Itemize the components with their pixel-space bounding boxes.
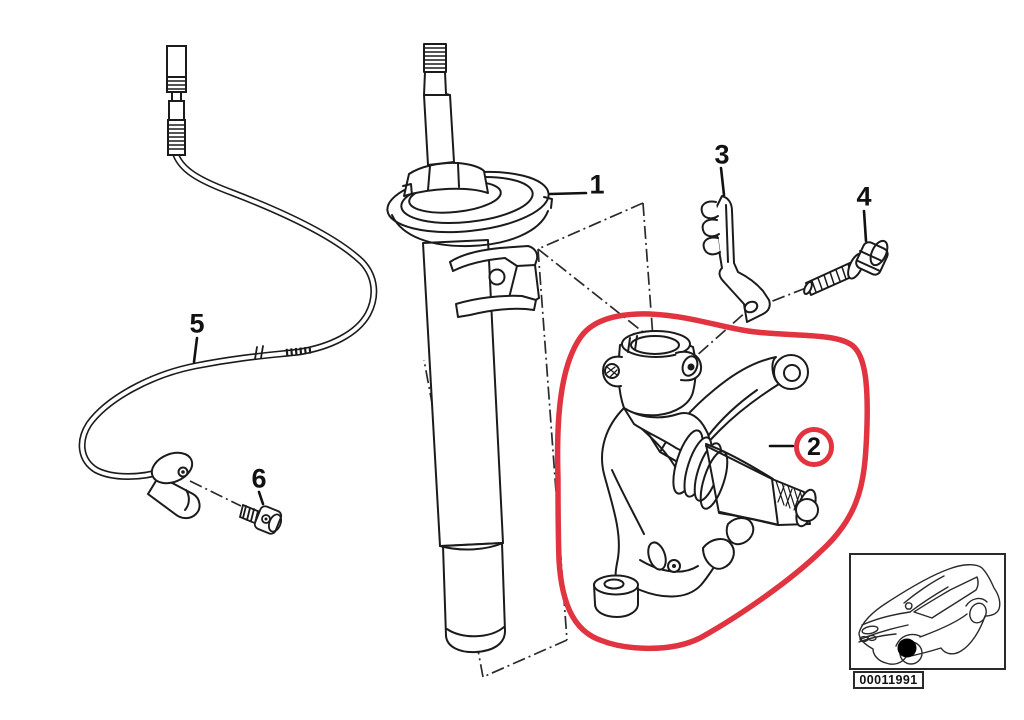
mounting-screw-drawing: [238, 503, 283, 535]
clamp-bore: [630, 335, 680, 355]
car-grille-right: [867, 634, 877, 642]
steering-knuckle-drawing: [593, 330, 819, 618]
piston-rod: [423, 71, 455, 166]
cable-bracket-drawing: [700, 195, 771, 323]
car-headlight: [861, 625, 879, 635]
leader-6: [257, 490, 265, 506]
knuckle-arm-eye-hole: [783, 364, 801, 382]
screw-socket-center: [264, 517, 268, 521]
clamp-slit: [627, 335, 638, 353]
diagram-id-label: 00011991: [853, 671, 924, 689]
threaded-rod: [423, 43, 447, 73]
callout-2-highlighted[interactable]: 2: [794, 427, 834, 467]
car-mirror: [904, 602, 913, 610]
tube-bracket-hole: [488, 268, 506, 286]
bolt-head-face: [869, 239, 889, 267]
car-body-outline: [858, 564, 1001, 665]
screw-assembly-axis: [189, 480, 242, 507]
sensor-flange-hole-center: [181, 470, 185, 474]
vehicle-thumbnail: [849, 553, 1006, 670]
leader-3: [719, 166, 726, 197]
car-front-wheel-arch: [895, 633, 921, 647]
screw-head: [253, 505, 283, 535]
diagram-id-text: 00011991: [859, 673, 918, 687]
plane-diagonal-axis: [537, 248, 649, 337]
car-rear-wheel: [969, 602, 987, 624]
connector-lower: [168, 100, 185, 121]
car-outline-icon: [858, 564, 1001, 665]
bolt-thread-ticks: [811, 263, 853, 293]
strut-collar-facets: [402, 163, 460, 197]
strut-insert-axis: [642, 202, 654, 339]
bolt-drawing: [803, 239, 889, 296]
part-location-dot: [897, 638, 917, 658]
car-hood-line: [861, 611, 911, 626]
plane-top-edge: [537, 202, 644, 250]
callout-3[interactable]: 3: [714, 139, 730, 170]
leader-1: [548, 191, 588, 196]
leader-5: [192, 336, 199, 364]
callout-4[interactable]: 4: [856, 181, 872, 212]
connector-band-lines: [166, 80, 187, 90]
callout-5[interactable]: 5: [189, 308, 205, 339]
bolt-tip: [803, 280, 813, 296]
hub-cylinder-bottom-line: [719, 511, 779, 526]
hub-cylinder-start: [699, 450, 729, 510]
screw-socket: [261, 514, 271, 524]
spring-plate-lip: [391, 210, 549, 248]
caliper-lug-2: [725, 517, 755, 546]
spring-plate-notch: [543, 196, 553, 209]
highlight-outline: [554, 311, 870, 652]
bolt-head: [855, 241, 889, 276]
bracket-hook-2: [701, 218, 720, 238]
bracket-hook-3: [702, 236, 721, 256]
clamp-left-ear-hole-hatch: [606, 366, 618, 378]
connector-neck: [171, 91, 182, 102]
car-rocker-line: [919, 613, 968, 638]
connector-body: [166, 45, 187, 78]
knuckle-arm-ridge: [707, 389, 758, 437]
callout-6[interactable]: 6: [251, 463, 267, 494]
bottom-boss-hole: [603, 578, 625, 590]
sensor-body-line: [184, 489, 190, 511]
strut-tube-bottom-rim: [446, 626, 505, 638]
highlight-loop: [554, 311, 870, 652]
abs-sensor-cable-drawing: [78, 45, 378, 520]
threaded-rod-threads: [423, 47, 447, 69]
strut-assembly-drawing: [386, 43, 553, 654]
leader-lines: [192, 166, 868, 506]
hub-end-stub: [795, 498, 819, 522]
car-windshield: [903, 575, 949, 613]
plane-bottom-edge: [482, 639, 568, 678]
strut-tube: [422, 239, 504, 547]
leader-4: [862, 209, 868, 243]
caliper-lug-1: [702, 538, 735, 570]
bracket-body: [713, 195, 771, 323]
strain-relief-ribs: [167, 124, 186, 150]
car-side-glass: [913, 576, 979, 619]
clamp-right-boss-hole: [687, 363, 695, 371]
cable-outline: [78, 151, 378, 480]
strut-tube-step: [439, 542, 504, 551]
screw-thread-ticks: [242, 505, 259, 524]
bracket-hook-1: [700, 200, 719, 220]
callout-1[interactable]: 1: [589, 169, 605, 200]
knuckle-small-hole-center: [672, 564, 676, 568]
car-hood-crease: [860, 624, 909, 640]
cable-collar-fitting: [254, 345, 264, 360]
cable-core: [80, 153, 376, 479]
hub-cylinder-top-line: [705, 445, 773, 480]
car-rear-wheel-arch: [965, 597, 988, 607]
knuckle-body-ridge-2: [611, 469, 645, 535]
strut-lower-tube: [442, 542, 506, 654]
tube-bracket-bottom-band: [455, 294, 537, 318]
bracket-spine-line: [725, 204, 729, 263]
bracket-foot-hole: [743, 300, 759, 314]
knuckle-body-slot: [647, 541, 667, 571]
